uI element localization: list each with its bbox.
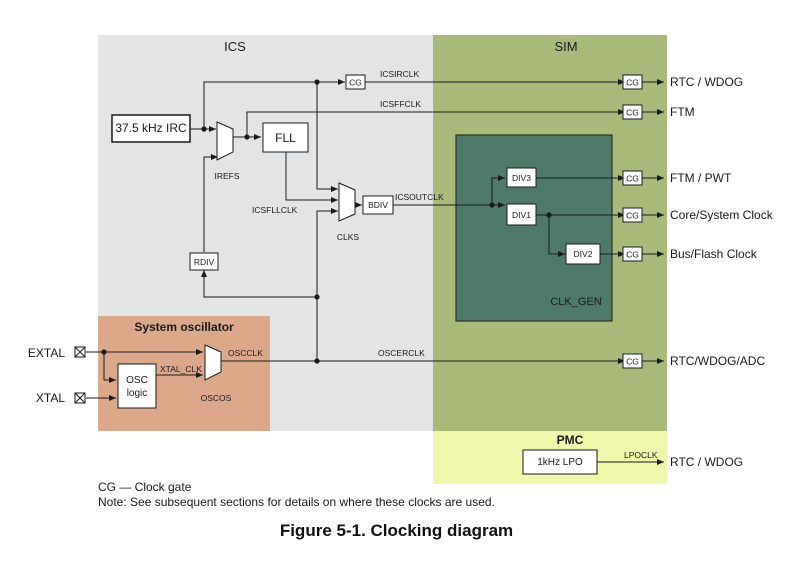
- bdiv-block: BDIV: [362, 195, 394, 215]
- clock-gate-ftm-pwt: CG: [622, 170, 643, 186]
- div2-label: DIV2: [574, 249, 593, 259]
- fll-block: FLL: [262, 122, 309, 153]
- div2-block: DIV2: [565, 243, 601, 265]
- xtal-pin: [74, 392, 86, 404]
- osc-logic-block: OSC logic: [117, 363, 157, 409]
- clocking-diagram: ICS SIM System oscillator PMC CLK_GEN: [28, 35, 774, 484]
- svg-text:CG: CG: [349, 78, 362, 88]
- footnote: Note: See subsequent sections for detail…: [98, 495, 495, 509]
- osc-logic-label-1: OSC: [126, 375, 148, 386]
- figure-caption: Figure 5-1. Clocking diagram: [279, 521, 514, 540]
- output-rtc-wdog-2: RTC / WDOG: [670, 455, 743, 469]
- icsirclk-label: ICSIRCLK: [380, 69, 420, 79]
- xtal-clk-label: XTAL_CLK: [160, 364, 202, 374]
- extal-pin: [74, 346, 86, 358]
- irc-block: 37.5 kHz IRC: [111, 114, 191, 143]
- svg-text:CG: CG: [626, 78, 639, 88]
- pmc-title: PMC: [557, 433, 584, 447]
- clks-mux: [338, 182, 356, 222]
- output-rtc-wdog-adc: RTC/WDOG/ADC: [670, 354, 765, 368]
- svg-text:CG: CG: [626, 211, 639, 221]
- div3-block: DIV3: [506, 167, 537, 188]
- bdiv-label: BDIV: [368, 200, 388, 210]
- output-bus-flash: Bus/Flash Clock: [670, 247, 758, 261]
- rdiv-block: RDIV: [189, 252, 219, 271]
- clock-gate-rtc-wdog: CG: [622, 74, 643, 90]
- lpoclk-label: LPOCLK: [624, 450, 658, 460]
- irefs-label: IREFS: [214, 171, 239, 181]
- clk-gen-title: CLK_GEN: [550, 296, 601, 308]
- clock-gate-ftm: CG: [622, 104, 643, 120]
- irefs-mux: [216, 121, 234, 161]
- output-core-system: Core/System Clock: [670, 208, 774, 222]
- fll-label: FLL: [275, 131, 296, 145]
- lpo-label: 1kHz LPO: [537, 457, 583, 468]
- clock-gate-icsirclk: CG: [345, 74, 366, 90]
- irc-label: 37.5 kHz IRC: [115, 121, 187, 135]
- svg-text:CG: CG: [626, 357, 639, 367]
- clock-gate-bus-flash: CG: [622, 246, 643, 262]
- oscos-label: OSCOS: [201, 393, 232, 403]
- output-rtc-wdog-1: RTC / WDOG: [670, 75, 743, 89]
- extal-label: EXTAL: [28, 346, 65, 360]
- sim-title: SIM: [554, 39, 577, 54]
- clk-gen-region: [455, 134, 613, 322]
- output-ftm: FTM: [670, 105, 695, 119]
- svg-text:CG: CG: [626, 174, 639, 184]
- rdiv-label: RDIV: [194, 257, 215, 267]
- xtal-label: XTAL: [36, 391, 65, 405]
- div1-label: DIV1: [512, 210, 531, 220]
- svg-text:CG: CG: [626, 108, 639, 118]
- ics-title: ICS: [224, 39, 246, 54]
- oscclk-label: OSCCLK: [228, 348, 263, 358]
- lpo-block: 1kHz LPO: [522, 449, 598, 475]
- oscerclk-label: OSCERCLK: [378, 348, 425, 358]
- clock-gate-core-system: CG: [622, 207, 643, 223]
- junction-dots: [101, 79, 552, 364]
- icsoutclk-label: ICSOUTCLK: [395, 192, 444, 202]
- div3-label: DIV3: [512, 173, 531, 183]
- clks-label: CLKS: [337, 232, 360, 242]
- output-ftm-pwt: FTM / PWT: [670, 171, 732, 185]
- legend-clock-gate: CG — Clock gate: [98, 480, 192, 494]
- div1-block: DIV1: [506, 203, 537, 226]
- clock-gate-rtc-wdog-adc: CG: [622, 353, 643, 369]
- svg-text:CG: CG: [626, 250, 639, 260]
- oscos-mux: [204, 344, 222, 381]
- icsffclk-label: ICSFFCLK: [380, 99, 421, 109]
- icsfllclk-label: ICSFLLCLK: [252, 205, 298, 215]
- system-oscillator-title: System oscillator: [134, 320, 234, 334]
- osc-logic-label-2: logic: [127, 388, 148, 399]
